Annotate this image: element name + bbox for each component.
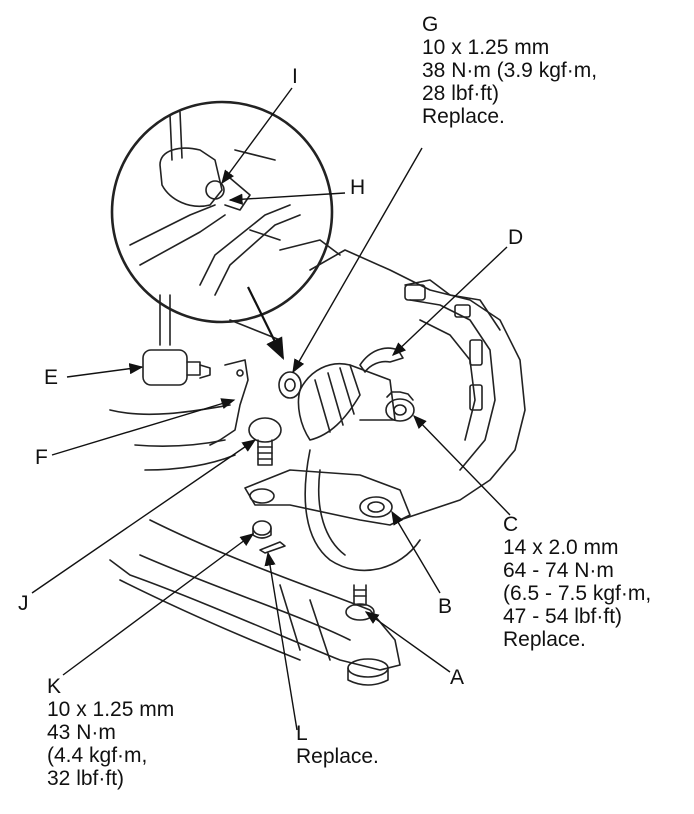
leader-a bbox=[364, 611, 451, 673]
hose-clip bbox=[359, 347, 404, 373]
callout-g-line-4: Replace. bbox=[422, 105, 505, 128]
leader-c bbox=[413, 414, 511, 516]
callout-c: C 14 x 2.0 mm 64 - 74 N·m (6.5 - 7.5 kgf… bbox=[503, 513, 651, 651]
callout-k-line-1: 10 x 1.25 mm bbox=[47, 698, 175, 721]
detail-loupe bbox=[110, 100, 334, 324]
loupe-pointer bbox=[247, 286, 284, 360]
callout-h: H bbox=[350, 176, 366, 199]
leader-j bbox=[31, 439, 257, 594]
knuckle-lower-mount bbox=[244, 469, 411, 526]
callout-k-line-3: (4.4 kgf·m, bbox=[47, 744, 148, 767]
castle-nut-and-cotter bbox=[252, 520, 286, 554]
lower-control-arm bbox=[109, 519, 401, 686]
stabilizer-link bbox=[142, 294, 211, 386]
callout-b: B bbox=[438, 595, 453, 618]
leader-d bbox=[391, 246, 508, 356]
leader-g bbox=[292, 147, 423, 374]
callout-g: G 10 x 1.25 mm 38 N·m (3.9 kgf·m, 28 lbf… bbox=[422, 13, 597, 128]
cv-boot bbox=[297, 363, 396, 441]
leader-k bbox=[62, 533, 255, 676]
spindle-nut bbox=[385, 391, 415, 422]
flange-bolt bbox=[278, 371, 302, 399]
callout-g-line-1: 10 x 1.25 mm bbox=[422, 36, 550, 59]
callout-a: A bbox=[450, 666, 465, 689]
ball-joint bbox=[248, 417, 282, 466]
callout-k-line-4: 32 lbf·ft) bbox=[47, 767, 125, 790]
callout-l-line-1: Replace. bbox=[296, 745, 379, 768]
callout-c-line-2: 64 - 74 N·m bbox=[503, 559, 614, 582]
callout-j: J bbox=[18, 592, 29, 615]
callout-l-letter: L bbox=[296, 722, 308, 745]
callout-g-letter: G bbox=[422, 13, 439, 36]
callout-k-line-2: 43 N·m bbox=[47, 721, 116, 744]
leader-l bbox=[264, 551, 298, 731]
leader-i bbox=[221, 87, 293, 185]
callout-g-line-3: 28 lbf·ft) bbox=[422, 82, 500, 105]
callout-k-letter: K bbox=[47, 675, 62, 698]
callout-k: K 10 x 1.25 mm 43 N·m (4.4 kgf·m, 32 lbf… bbox=[47, 675, 174, 790]
bracket bbox=[109, 359, 249, 471]
callout-c-line-3: (6.5 - 7.5 kgf·m, bbox=[503, 582, 652, 605]
callout-d: D bbox=[508, 226, 524, 249]
callout-g-line-2: 38 N·m (3.9 kgf·m, bbox=[422, 59, 598, 82]
knuckle-and-brake bbox=[229, 239, 526, 572]
callout-i: I bbox=[292, 65, 298, 88]
callout-f: F bbox=[35, 446, 48, 469]
callout-c-letter: C bbox=[503, 513, 519, 536]
leader-f bbox=[51, 398, 236, 456]
callout-c-line-4: 47 - 54 lbf·ft) bbox=[503, 605, 623, 628]
leader-e bbox=[66, 363, 144, 378]
callout-c-line-1: 14 x 2.0 mm bbox=[503, 536, 619, 559]
callout-c-line-5: Replace. bbox=[503, 628, 586, 651]
leader-b bbox=[391, 510, 441, 594]
callout-l: L Replace. bbox=[296, 722, 379, 768]
callout-e: E bbox=[44, 366, 59, 389]
leader-h bbox=[228, 192, 346, 205]
